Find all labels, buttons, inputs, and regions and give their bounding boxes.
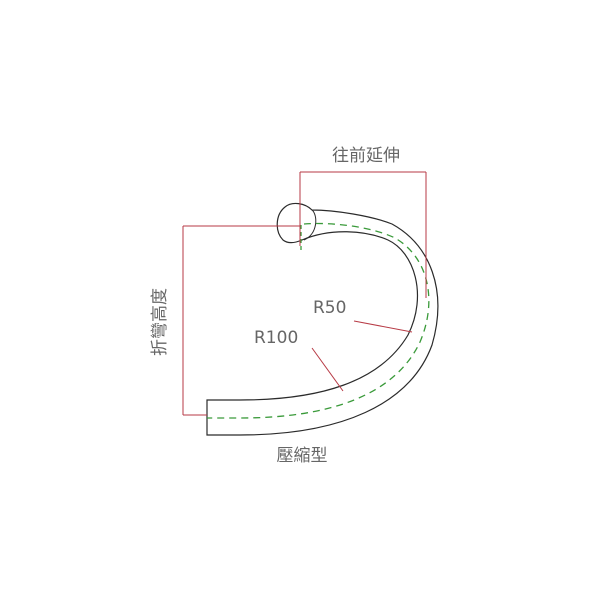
handlebar-outline [206, 202, 439, 436]
shape-label: 壓縮型 [277, 446, 328, 466]
clamp-bulge-line [303, 209, 317, 241]
reach-dimension [299, 171, 427, 298]
r100-leader [311, 347, 344, 392]
drop-label: 折彎高度 [150, 288, 170, 356]
r100-label: R100 [254, 328, 298, 348]
reach-label: 往前延伸 [332, 146, 400, 166]
centerline [207, 222, 430, 419]
r50-leader [353, 320, 413, 333]
drop-dimension [182, 225, 300, 416]
r50-label: R50 [313, 298, 346, 318]
